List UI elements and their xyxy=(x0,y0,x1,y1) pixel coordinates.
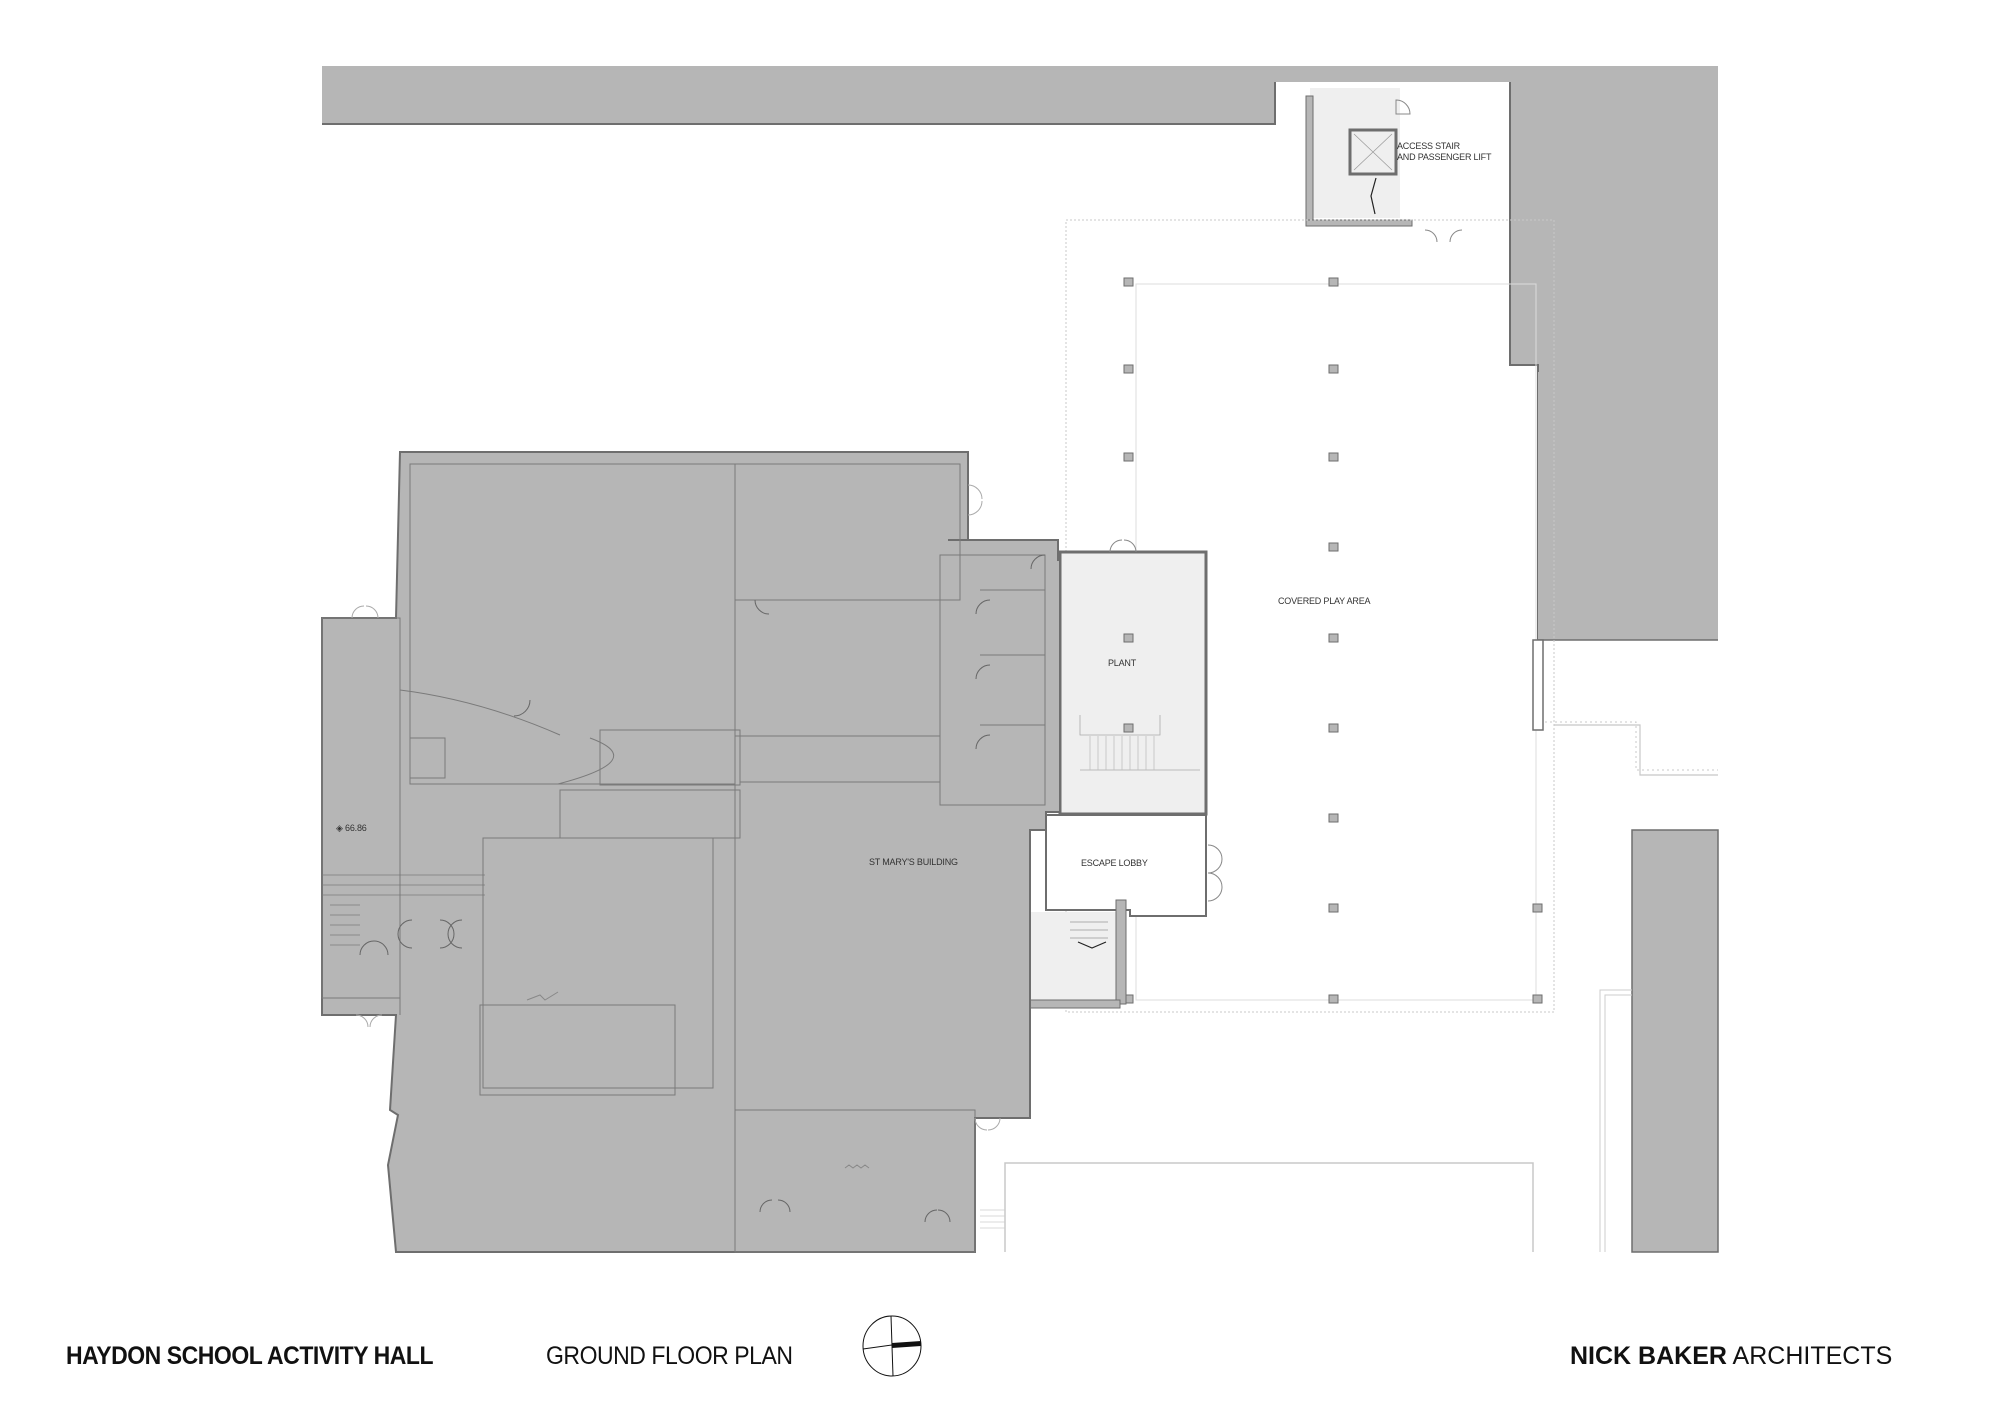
north-arrow-icon xyxy=(862,1315,922,1377)
room-label-plant: PLANT xyxy=(1108,658,1137,668)
sheet-title: GROUND FLOOR PLAN xyxy=(546,1342,793,1370)
room-label-covered-play-area: COVERED PLAY AREA xyxy=(1278,596,1371,606)
room-label-line: AND PASSENGER LIFT xyxy=(1397,152,1492,162)
firm-name-bold: NICK BAKER xyxy=(1570,1342,1727,1370)
st-marys-building xyxy=(321,451,1061,1253)
firm-name: NICK BAKER ARCHITECTS xyxy=(1570,1342,1892,1371)
spot-level: ◈ 66.86 xyxy=(336,823,367,834)
room-label-access-stair: ACCESS STAIR AND PASSENGER LIFT xyxy=(1397,141,1491,163)
spot-level-value: 66.86 xyxy=(345,823,367,833)
plant-room xyxy=(1058,539,1208,816)
neighbour-building-top xyxy=(322,66,1718,840)
room-label-st-marys-building: ST MARY'S BUILDING xyxy=(869,857,958,867)
level-marker-icon: ◈ xyxy=(336,823,343,833)
neighbour-building-right xyxy=(1599,829,1719,1253)
project-title: HAYDON SCHOOL ACTIVITY HALL xyxy=(66,1342,434,1370)
firm-name-regular: ARCHITECTS xyxy=(1732,1342,1893,1370)
escape-lobby xyxy=(1029,814,1223,1009)
room-label-escape-lobby: ESCAPE LOBBY xyxy=(1081,858,1148,868)
lower-court-outline xyxy=(980,1162,1534,1252)
title-block: HAYDON SCHOOL ACTIVITY HALL GROUND FLOOR… xyxy=(0,1330,2000,1390)
room-label-line: ACCESS STAIR xyxy=(1397,141,1460,151)
access-stair-core xyxy=(1276,83,1508,243)
